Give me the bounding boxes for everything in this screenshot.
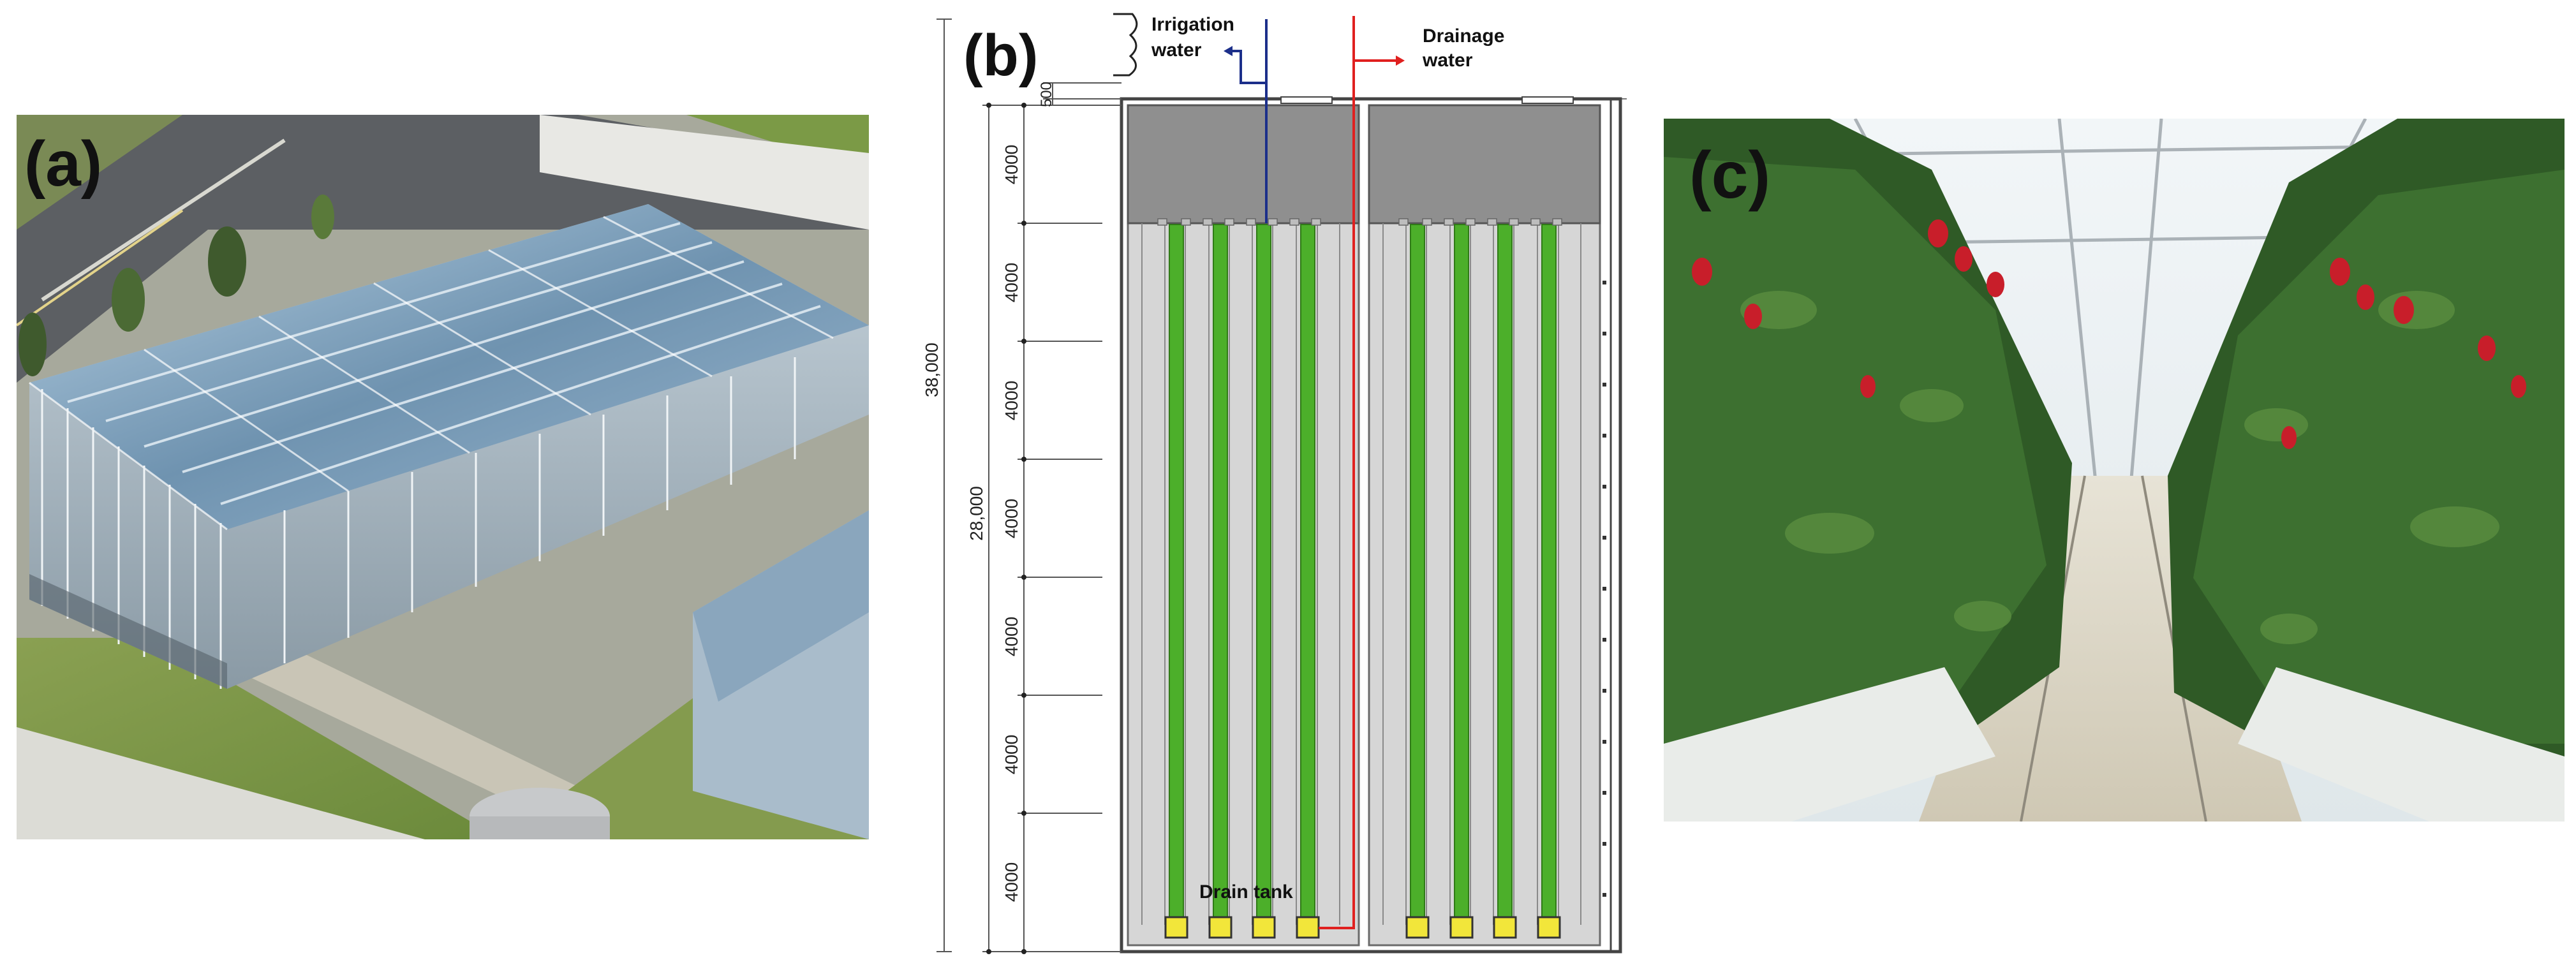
plant-row — [1169, 224, 1184, 922]
dim-total: 38,000 — [922, 343, 942, 397]
drainage-label-line2: water — [1422, 50, 1473, 71]
plant-row — [1410, 224, 1425, 922]
drain-tank — [1405, 916, 1430, 939]
dim-inner: 28,000 — [966, 486, 986, 541]
dim-segment-3: 4000 — [1002, 381, 1021, 420]
plant-row — [1213, 224, 1228, 922]
dim-segment-4: 4000 — [1002, 499, 1021, 538]
drain-tank — [1537, 916, 1561, 939]
plant-row — [1256, 224, 1271, 922]
dim-segment-6: 4000 — [1002, 735, 1021, 774]
dim-segment-2: 4000 — [1002, 263, 1021, 302]
plant-row — [1541, 224, 1557, 922]
drain-tank — [1208, 916, 1232, 939]
gutter-lines-bay-1 — [1141, 223, 1340, 925]
drain-tank — [1493, 916, 1517, 939]
plant-row — [1300, 224, 1315, 922]
drain-tank — [1164, 916, 1188, 939]
greenhouse-plan-diagram: (b) — [922, 13, 1627, 954]
plant-row — [1454, 224, 1469, 922]
bay-1-header — [1127, 104, 1360, 225]
bay-1-floor — [1127, 222, 1360, 947]
dimension-lines — [936, 18, 1053, 952]
tap-symbol-icon — [1113, 13, 1138, 77]
panel-b: (b) — [919, 0, 1640, 958]
bay-2-floor — [1368, 222, 1601, 947]
bay-2-header — [1368, 104, 1601, 225]
pepper-crop-photo-icon — [1664, 119, 2565, 822]
drain-tank — [1449, 916, 1474, 939]
irrigation-label-line1: Irrigation — [1151, 14, 1234, 35]
irrigation-label-line2: water — [1151, 40, 1202, 61]
panel-c-label: (c) — [1689, 138, 1771, 212]
gutter-lines-bay-2 — [1382, 223, 1581, 925]
dim-segment-1: 4000 — [1002, 145, 1021, 184]
greenhouse-outline — [1120, 97, 1622, 954]
segment-dim-labels: 4000 4000 4000 4000 4000 4000 4000 — [1002, 145, 1021, 902]
panel-c: (c) — [1664, 119, 2565, 822]
irrigation-arrow-icon — [1228, 50, 1266, 84]
panel-a: (a) — [17, 115, 869, 839]
drain-tanks — [1164, 916, 1561, 939]
panel-b-label: (b) — [963, 23, 1038, 88]
dim-top: 500 — [1038, 82, 1055, 107]
plant-row — [1497, 224, 1513, 922]
drainage-water-line — [1319, 16, 1355, 929]
greenhouse-aerial-photo-icon — [17, 115, 869, 839]
drain-tank — [1252, 916, 1276, 939]
drain-tank — [1296, 916, 1320, 939]
panel-a-label: (a) — [24, 128, 103, 200]
dim-segment-7: 4000 — [1002, 862, 1021, 902]
drain-tank-label: Drain tank — [1199, 881, 1293, 903]
dim-segment-5: 4000 — [1002, 617, 1021, 656]
drainage-label-line1: Drainage — [1423, 26, 1504, 47]
